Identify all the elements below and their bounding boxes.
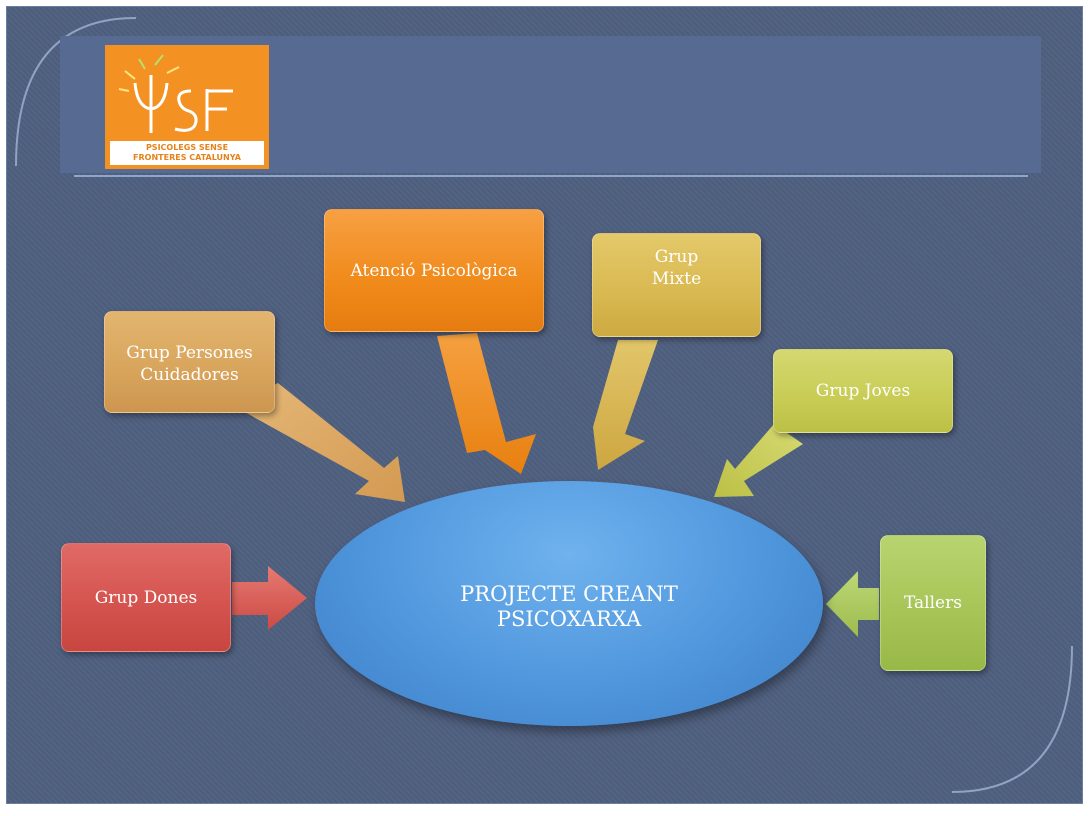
node-grup-persones-cuidadores: Grup Persones Cuidadores xyxy=(104,311,275,413)
arrow-cuidadores xyxy=(232,383,405,502)
slide-corner-frame xyxy=(15,17,1073,793)
node-atencio-psicologica-label: Atenció Psicològica xyxy=(350,260,518,281)
header-divider xyxy=(74,175,1028,177)
arrow-tallers xyxy=(826,571,879,637)
node-grup-mixte-label: Grup Mixte xyxy=(651,247,702,289)
node-tallers-label: Tallers xyxy=(904,593,962,613)
center-node-projecte: PROJECTE CREANT PSICOXARXA xyxy=(315,481,823,726)
node-atencio-psicologica: Atenció Psicològica xyxy=(324,209,544,332)
psf-logo: PSICOLEGS SENSE FRONTERES CATALUNYA xyxy=(105,45,269,169)
node-grup-joves-label: Grup Joves xyxy=(815,381,911,401)
psf-logo-mark xyxy=(118,54,233,133)
logo-caption-line2: FRONTERES CATALUNYA xyxy=(133,153,241,162)
arrow-atencio xyxy=(437,333,536,474)
node-grup-dones-label: Grup Dones xyxy=(94,587,198,608)
center-node-label: PROJECTE CREANT PSICOXARXA xyxy=(460,581,678,631)
arrow-dones xyxy=(232,566,307,630)
node-tallers: Tallers xyxy=(880,535,986,671)
node-grup-dones: Grup Dones xyxy=(61,543,231,652)
arrow-mixte xyxy=(593,340,658,470)
node-grup-joves: Grup Joves xyxy=(773,349,953,433)
logo-caption: PSICOLEGS SENSE FRONTERES CATALUNYA xyxy=(110,141,264,165)
node-grup-persones-cuidadores-label: Grup Persones Cuidadores xyxy=(126,343,253,385)
arrow-joves xyxy=(714,424,803,497)
logo-caption-line1: PSICOLEGS SENSE xyxy=(145,143,229,152)
node-grup-mixte: Grup Mixte xyxy=(592,233,761,337)
